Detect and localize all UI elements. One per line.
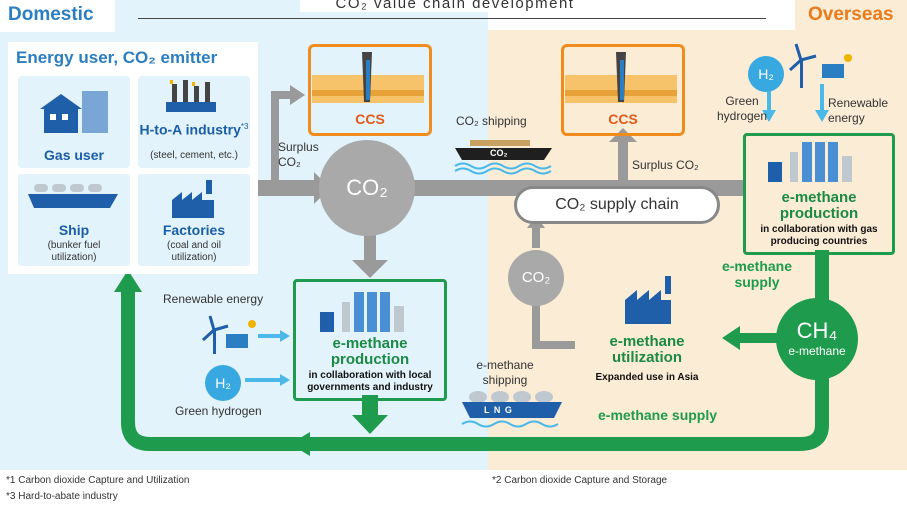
factories-label: Factories xyxy=(162,222,226,238)
lng-ship-label: L N G xyxy=(484,405,513,415)
em-prod-down-arrow xyxy=(352,415,388,434)
em-production-overseas-sub: in collaboration with gas producing coun… xyxy=(760,224,878,247)
title-rule xyxy=(138,18,766,19)
green-hydrogen-right-label: Green hydrogen xyxy=(716,94,768,123)
factories-cell-icon xyxy=(172,180,214,218)
em-production-domestic-sub: in collaboration with local governments … xyxy=(307,370,433,393)
domestic-header-bg xyxy=(0,0,115,32)
h2-icon-right: H₂ xyxy=(748,56,784,92)
co2-center-node: CO₂ xyxy=(319,140,415,236)
wind-solar-icon-right xyxy=(788,43,852,88)
domestic-label: Domestic xyxy=(8,4,94,25)
em-supply-upper-label: e-methane supply xyxy=(721,258,793,290)
em-shipping-label: e-methane shipping xyxy=(476,358,534,387)
diagram-title: CO₂ value chain development xyxy=(300,0,610,12)
hta-industry-label: H-to-A industry*3 xyxy=(139,121,249,138)
green-loop-arrowhead xyxy=(114,270,142,292)
em-production-domestic-title: e-methane production xyxy=(330,335,410,368)
co2-down-arrow xyxy=(352,260,388,278)
ch4-formula: CH₄ xyxy=(796,318,838,343)
factories-sub: (coal and oil utilization) xyxy=(167,240,221,263)
ccs-domestic-illustration xyxy=(312,52,424,103)
footnote-2: *2 Carbon dioxide Capture and Storage xyxy=(492,475,668,486)
ship-sub: (bunker fuel utilization) xyxy=(47,240,101,263)
plant-icon-domestic xyxy=(320,292,404,332)
em-production-domestic-box xyxy=(293,279,447,401)
wind-solar-icon-left xyxy=(201,315,256,354)
co2-ship-icon xyxy=(454,140,552,175)
co2-small-node: CO₂ xyxy=(508,250,564,306)
energy-user-title: Energy user, CO₂ emitter xyxy=(16,48,218,67)
lng-ship-icon xyxy=(461,391,562,428)
ccs-domestic-label: CCS xyxy=(355,111,385,127)
footnote-3: *3 Hard-to-abate industry xyxy=(6,491,118,502)
utilization-factory-icon xyxy=(625,276,671,324)
footnote-1: *1 Carbon dioxide Capture and Utilizatio… xyxy=(6,475,190,486)
overseas-header-bg xyxy=(795,0,907,32)
ccs-overseas-box xyxy=(561,44,685,136)
em-utilization-sub: Expanded use in Asia xyxy=(595,372,699,383)
ship-cell-icon xyxy=(28,184,118,208)
ccs-overseas-illustration xyxy=(565,52,677,103)
green-loop-arrow xyxy=(121,250,829,451)
ch4-label: e-methane xyxy=(788,344,846,358)
gas-user-building-icon xyxy=(40,91,108,133)
surplus-co2-left-label: Surplus CO₂ xyxy=(278,140,319,169)
surplus-co2-right-label: Surplus CO₂ xyxy=(632,158,699,172)
em-production-overseas-box xyxy=(743,133,895,255)
surplus-up-arrow-left xyxy=(271,91,292,180)
co2-supply-chain-pill: CO₂ supply chain xyxy=(514,186,720,224)
co2-shipping-label: CO₂ shipping xyxy=(456,114,527,128)
renewable-energy-left-label: Renewable energy xyxy=(163,292,264,306)
h2-icon-left: H₂ xyxy=(205,365,241,401)
co2-ship-label: CO₂ xyxy=(490,148,508,158)
em-utilization-title: e-methane utilization xyxy=(609,333,685,366)
ch4-to-utilization-arrow xyxy=(722,326,740,350)
co2-main-flow-left xyxy=(258,180,328,196)
factories-cell xyxy=(138,174,250,266)
renewable-energy-right-label: Renewable energy xyxy=(828,96,889,125)
em-supply-lower-label: e-methane supply xyxy=(598,407,718,423)
ccs-overseas-label: CCS xyxy=(608,111,638,127)
plant-icon-overseas xyxy=(768,142,852,182)
green-hydrogen-left-label: Green hydrogen xyxy=(175,404,262,418)
hta-chimney-icon xyxy=(166,80,216,112)
overseas-region xyxy=(488,30,907,470)
em-production-overseas-title: e-methane production xyxy=(779,189,859,222)
gas-user-label: Gas user xyxy=(44,147,104,163)
ship-label: Ship xyxy=(58,222,90,238)
hta-industry-sub: (steel, cement, etc.) xyxy=(150,150,238,161)
ch4-node: CH₄ e-methane xyxy=(776,298,858,380)
green-loop-mid-arrow xyxy=(290,432,310,456)
ccs-domestic-box xyxy=(308,44,432,136)
overseas-label: Overseas xyxy=(808,4,894,25)
